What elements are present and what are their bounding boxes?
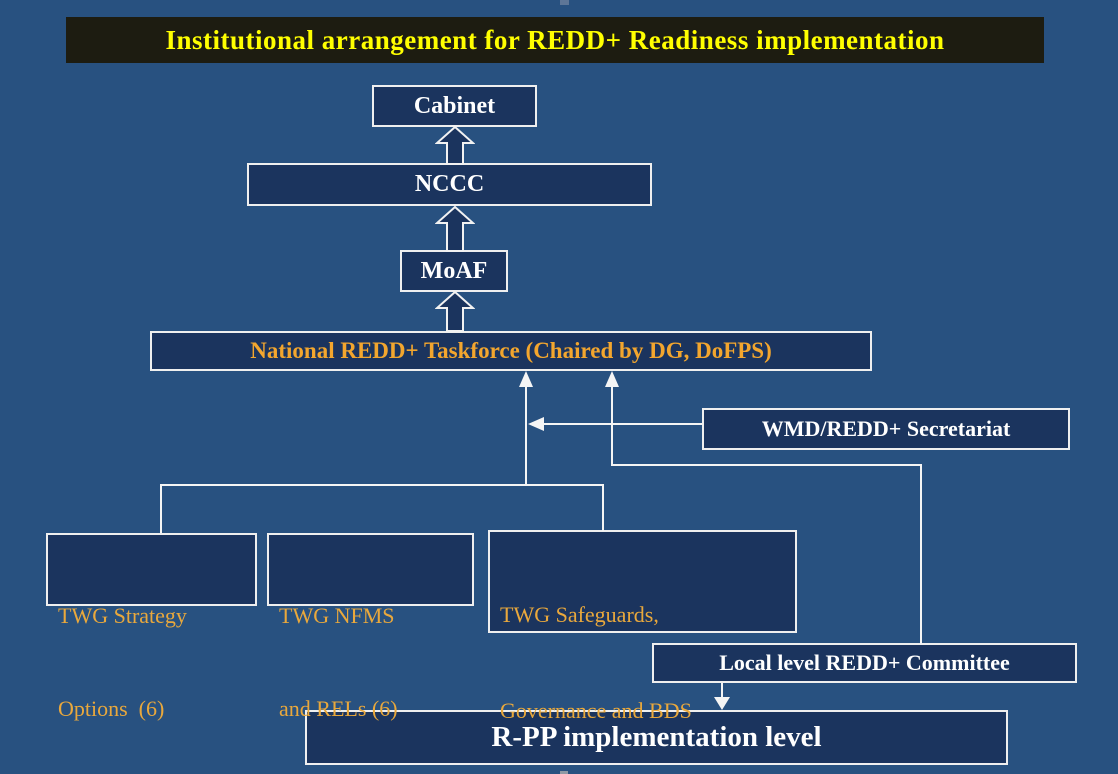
node-nccc: NCCC	[247, 163, 652, 206]
node-rpp-label: R-PP implementation level	[491, 721, 822, 753]
up-block-arrow-nccc-to-cabinet	[435, 126, 475, 165]
up-block-arrow-moaf-to-nccc	[435, 206, 475, 252]
node-local-committee-label: Local level REDD+ Committee	[719, 650, 1010, 675]
node-wmd-redd-secretariat: WMD/REDD+ Secretariat	[702, 408, 1070, 450]
arrowhead-up-local-to-taskforce	[605, 371, 619, 387]
connector-twg-bracket-horizontal	[160, 484, 604, 486]
slide-title: Institutional arrangement for REDD+ Read…	[165, 24, 945, 55]
connector-twg-bracket-drop-right	[602, 484, 604, 531]
connector-twg-vertical	[525, 385, 527, 485]
connector-secretariat-horizontal	[540, 423, 702, 425]
slide-title-bar: Institutional arrangement for REDD+ Read…	[66, 17, 1044, 63]
slide-edge-marker-top	[560, 0, 569, 5]
arrowhead-up-twg-to-taskforce	[519, 371, 533, 387]
node-cabinet: Cabinet	[372, 85, 537, 127]
node-rpp-implementation-level: R-PP implementation level	[305, 710, 1008, 765]
node-cabinet-label: Cabinet	[413, 92, 496, 119]
up-block-arrow-taskforce-to-moaf	[435, 291, 475, 332]
arrowhead-left-secretariat-to-taskforce	[528, 417, 544, 431]
node-secretariat-label: WMD/REDD+ Secretariat	[761, 416, 1011, 441]
connector-twg-bracket-drop-left	[160, 484, 162, 533]
connector-local-vertical-lower	[920, 464, 922, 644]
node-moaf-label: MoAF	[420, 257, 488, 284]
connector-local-vertical-upper	[611, 385, 613, 466]
node-twg-strategy-options: TWG Strategy Options (6)	[46, 533, 257, 721]
node-local-level-redd-committee: Local level REDD+ Committee	[652, 643, 1077, 683]
connector-local-horizontal	[611, 464, 922, 466]
node-taskforce-label: National REDD+ Taskforce (Chaired by DG,…	[250, 338, 772, 363]
arrowhead-down-local-to-rpp	[714, 697, 730, 710]
twg-nfms-line1: TWG NFMS	[279, 603, 395, 628]
twg-strategy-line1: TWG Strategy	[58, 603, 187, 628]
twg-safeguards-line1: TWG Safeguards,	[500, 602, 659, 627]
connector-local-to-rpp-vertical	[721, 683, 723, 699]
node-national-redd-taskforce: National REDD+ Taskforce (Chaired by DG,…	[150, 331, 872, 371]
twg-nfms-line2: and RELs (6)	[279, 696, 398, 721]
twg-safeguards-line2: Governance and BDS	[500, 698, 692, 723]
twg-strategy-line2: Options (6)	[58, 696, 165, 721]
slide-edge-marker-bottom	[560, 771, 568, 774]
node-twg-nfms-rels: TWG NFMS and RELs (6)	[267, 533, 474, 721]
node-moaf: MoAF	[400, 250, 508, 292]
node-twg-safeguards-governance-bds: TWG Safeguards, Governance and BDS (6)	[488, 530, 797, 723]
node-nccc-label: NCCC	[414, 171, 485, 197]
